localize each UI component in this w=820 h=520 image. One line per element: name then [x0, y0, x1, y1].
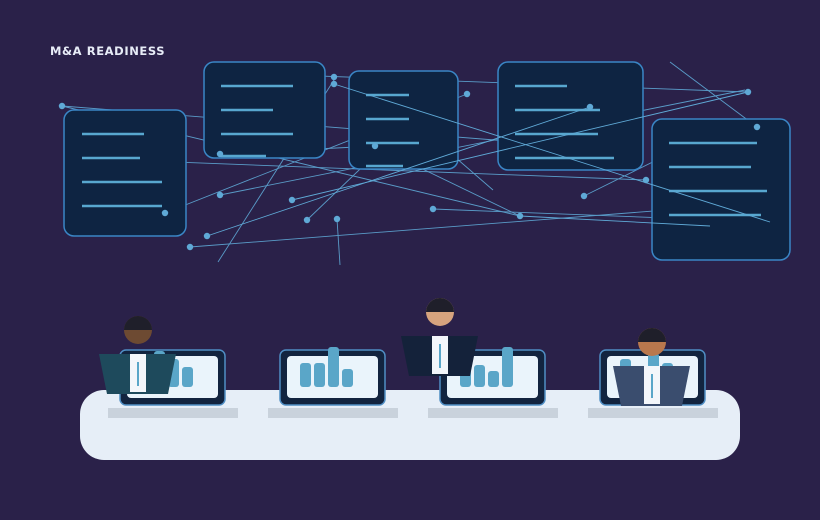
workstation-2 — [268, 347, 398, 418]
workstation-4 — [588, 328, 718, 418]
page-title: M&A READINESS — [50, 44, 166, 58]
network-node — [516, 212, 524, 220]
network-line — [189, 205, 719, 248]
chart-bar — [314, 363, 325, 387]
network-node — [429, 205, 437, 213]
network-node — [58, 102, 66, 110]
network-node — [161, 209, 169, 217]
network-node — [371, 142, 379, 150]
chart-bar — [488, 371, 499, 387]
network-line — [669, 61, 758, 128]
network-node — [586, 103, 594, 111]
person-tie — [651, 374, 653, 398]
network-node — [186, 243, 194, 251]
network-node — [203, 232, 211, 240]
network-node — [744, 88, 752, 96]
network-node — [216, 150, 224, 158]
keyboard — [428, 408, 558, 418]
chart-bar — [300, 363, 311, 387]
info-panels — [63, 61, 791, 261]
keyboard — [108, 408, 238, 418]
network-nodes — [58, 73, 761, 251]
network-node — [216, 191, 224, 199]
keyboard — [588, 408, 718, 418]
person-hair — [638, 328, 666, 342]
person-tie — [137, 362, 139, 386]
network-node — [288, 196, 296, 204]
panel-frame — [651, 118, 791, 261]
network-overlay — [206, 83, 771, 237]
network-node — [753, 123, 761, 131]
network-node — [330, 80, 338, 88]
network-line — [519, 215, 711, 227]
person-tie — [439, 344, 441, 368]
panel-4 — [497, 61, 644, 171]
network-node — [642, 176, 650, 184]
chart-bar — [502, 347, 513, 387]
workstation-3 — [401, 298, 558, 418]
workstation-1 — [99, 316, 238, 418]
panel-frame — [497, 61, 644, 171]
chart-bar — [182, 367, 193, 387]
workstations — [99, 298, 718, 418]
panel-5 — [651, 118, 791, 261]
person-hair — [426, 298, 454, 312]
keyboard — [268, 408, 398, 418]
network-node — [333, 215, 341, 223]
network-node — [580, 192, 588, 200]
network-node — [330, 73, 338, 81]
person-hair — [124, 316, 152, 330]
network-node — [303, 216, 311, 224]
chart-bar — [474, 365, 485, 387]
panel-frame — [63, 109, 187, 237]
network-line — [219, 89, 746, 196]
chart-bar — [342, 369, 353, 387]
panel-2 — [203, 61, 326, 159]
network-line — [336, 218, 341, 266]
network-line — [206, 106, 591, 237]
chart-bar — [328, 347, 339, 387]
network-line — [333, 83, 771, 223]
panel-1 — [63, 109, 187, 237]
network-node — [463, 90, 471, 98]
panel-3 — [348, 70, 459, 170]
network-line — [121, 159, 647, 181]
desk — [80, 390, 740, 460]
